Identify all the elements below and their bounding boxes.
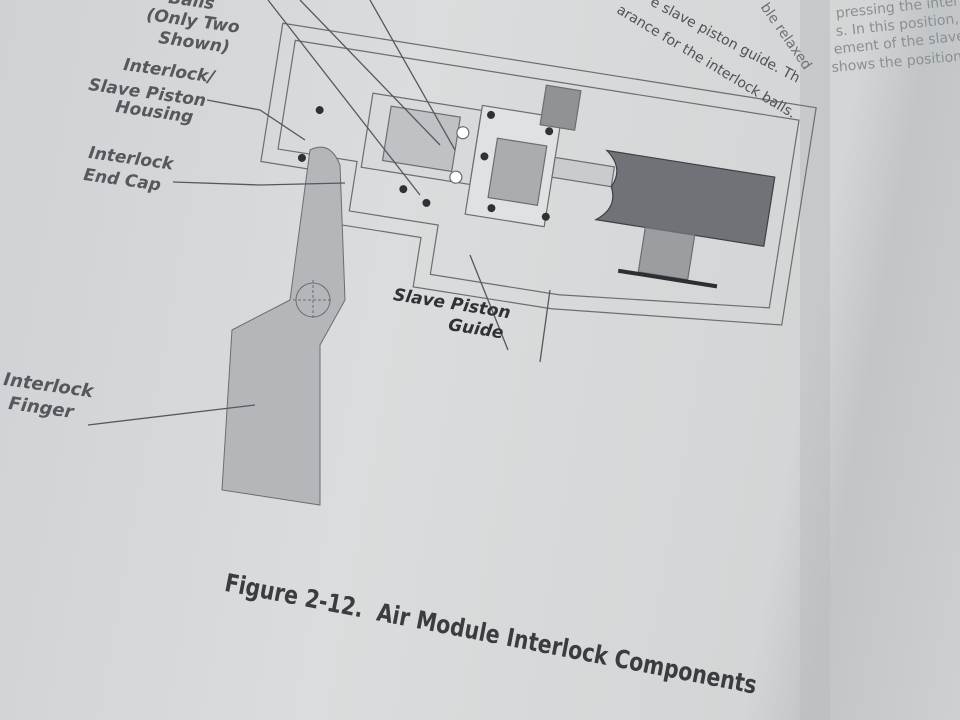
slave-piston — [487, 137, 548, 206]
leader-lines — [87, 0, 551, 426]
o-rings — [297, 106, 554, 221]
spool-valve — [637, 226, 696, 281]
seal-bar — [617, 268, 718, 289]
valve-top — [539, 84, 582, 131]
spool — [594, 149, 776, 247]
interlock-ball — [456, 126, 470, 140]
page-fold — [800, 0, 830, 720]
interlock-housing — [381, 105, 461, 173]
interlock-finger — [221, 146, 346, 506]
interlock-ball — [449, 170, 463, 184]
housing-outline — [260, 22, 817, 326]
piston-rod — [551, 156, 616, 188]
